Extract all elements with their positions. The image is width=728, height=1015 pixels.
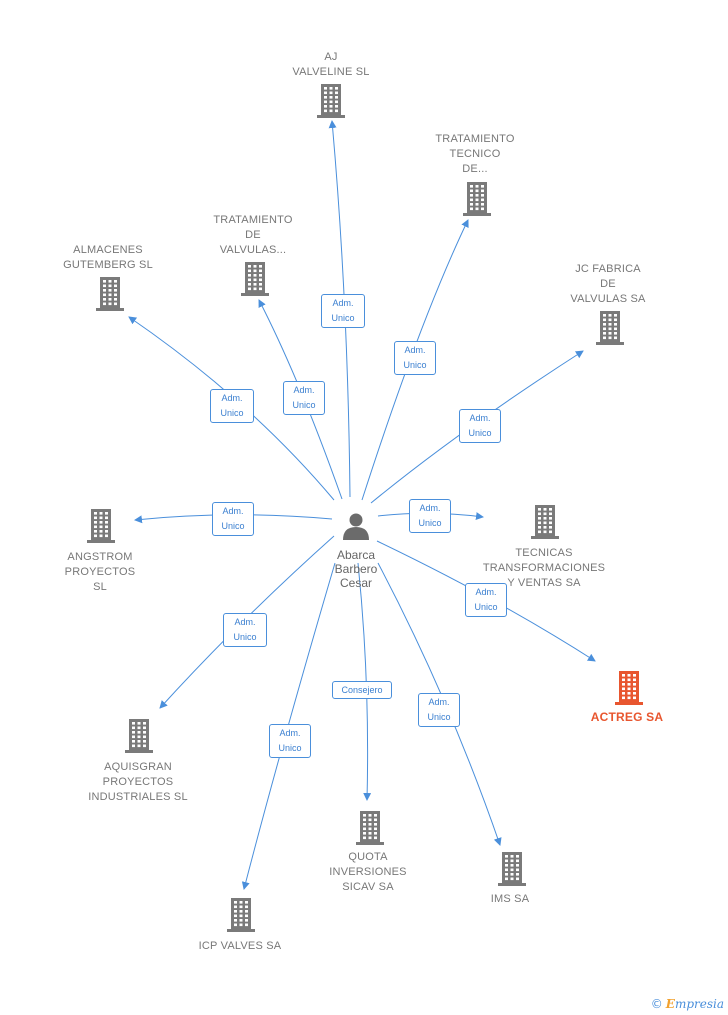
company-name-line: VALVULAS... (219, 244, 287, 256)
company-name-line: TRANSFORMACIONES (482, 562, 606, 574)
role-badge-tratamiento-tecnico[interactable]: Adm. Unico (394, 341, 436, 375)
role-text: Adm. (293, 385, 315, 395)
company-name-line: TECNICAS (515, 547, 573, 559)
brand-name: mpresia (674, 997, 724, 1011)
role-text: Unico (474, 602, 498, 612)
role-badge-aj-valveline[interactable]: Adm. Unico (321, 294, 365, 328)
company-name-line: VALVULAS SA (570, 293, 646, 305)
company-name-line: ANGSTROM (67, 551, 133, 563)
brand-initial: E (665, 997, 675, 1011)
company-name-line: ICP VALVES SA (198, 940, 282, 952)
building-icon (96, 277, 124, 311)
company-name-line: DE (600, 278, 616, 290)
building-icon (356, 811, 384, 845)
company-name-line: QUOTA (348, 851, 388, 863)
role-text: Adm. (419, 503, 441, 513)
company-name-line: SL (93, 581, 107, 593)
building-icon (615, 671, 643, 705)
company-node-jc-fabrica[interactable]: JC FABRICA DE VALVULAS SA (538, 262, 678, 307)
company-name-line: VALVELINE SL (292, 66, 370, 78)
building-icon (596, 311, 624, 345)
role-text: Unico (233, 632, 257, 642)
building-icon (87, 509, 115, 543)
company-name-line: ALMACENES (73, 244, 143, 256)
role-text: Adm. (221, 393, 243, 403)
company-name-line: GUTEMBERG SL (63, 259, 153, 271)
role-text: Adm. (222, 506, 244, 516)
role-text: Unico (331, 313, 355, 323)
building-icon (498, 852, 526, 886)
center-name-line: Abarca (336, 548, 376, 562)
role-text: Unico (278, 743, 302, 753)
company-name-line: AQUISGRAN (104, 761, 172, 773)
role-badge-almacenes-gutemberg[interactable]: Adm. Unico (210, 389, 254, 423)
company-node-tecnicas[interactable]: TECNICAS TRANSFORMACIONES Y VENTAS SA (474, 546, 614, 591)
company-name-line: Y VENTAS SA (507, 577, 581, 589)
role-text: Adm. (279, 728, 301, 738)
building-icon (125, 719, 153, 753)
company-node-ims[interactable]: IMS SA (440, 892, 580, 907)
empresia-brand[interactable]: ©Empresia (651, 997, 724, 1011)
company-name-line: IMS SA (490, 893, 530, 905)
role-text: Adm. (475, 587, 497, 597)
role-text: Adm. (404, 345, 426, 355)
role-badge-tecnicas[interactable]: Adm. Unico (409, 499, 451, 533)
company-name-line: INDUSTRIALES SL (88, 791, 188, 803)
edge-tratamiento-tecnico (361, 219, 469, 501)
company-name-line: TRATAMIENTO (435, 133, 515, 145)
building-icon (227, 898, 255, 932)
role-badge-jc-fabrica[interactable]: Adm. Unico (459, 409, 501, 443)
company-name-line: PROYECTOS (102, 776, 174, 788)
role-badge-ims[interactable]: Adm. Unico (418, 693, 460, 727)
role-text: Unico (221, 521, 245, 531)
center-name-line: Barbero (334, 562, 378, 576)
role-text: Adm. (332, 298, 354, 308)
building-icon (463, 182, 491, 216)
company-name-line: JC FABRICA (575, 263, 641, 275)
company-name-line: ACTREG SA (590, 710, 664, 724)
building-icon (531, 505, 559, 539)
company-node-angstrom[interactable]: ANGSTROM PROYECTOS SL (30, 550, 170, 595)
copyright-icon: © (650, 997, 663, 1011)
edge-quota (357, 562, 372, 801)
role-text: Unico (403, 360, 427, 370)
company-node-quota[interactable]: QUOTA INVERSIONES SICAV SA (298, 850, 438, 895)
role-badge-tratamiento-valvulas[interactable]: Adm. Unico (283, 381, 325, 415)
role-badge-angstrom[interactable]: Adm. Unico (212, 502, 254, 536)
role-badge-aquisgran[interactable]: Adm. Unico (223, 613, 267, 647)
company-node-tratamiento-valvulas[interactable]: TRATAMIENTO DE VALVULAS... (183, 213, 323, 258)
company-name-line: DE... (462, 163, 488, 175)
company-node-tratamiento-tecnico[interactable]: TRATAMIENTO TECNICO DE... (405, 132, 545, 177)
company-node-aquisgran[interactable]: AQUISGRAN PROYECTOS INDUSTRIALES SL (68, 760, 208, 805)
company-name-line: DE (245, 229, 261, 241)
company-name-line: SICAV SA (342, 881, 394, 893)
company-node-almacenes-gutemberg[interactable]: ALMACENES GUTEMBERG SL (38, 243, 178, 273)
center-name-line: Cesar (339, 576, 372, 590)
role-badge-quota[interactable]: Consejero (332, 681, 392, 699)
role-text: Unico (418, 518, 442, 528)
role-badge-icp-valves[interactable]: Adm. Unico (269, 724, 311, 758)
center-person-name[interactable]: Abarca Barbero Cesar (318, 548, 394, 590)
role-text: Unico (468, 428, 492, 438)
role-badge-actreg[interactable]: Adm. Unico (465, 583, 507, 617)
company-name-line: TRATAMIENTO (213, 214, 293, 226)
role-text: Unico (292, 400, 316, 410)
company-node-aj-valveline[interactable]: AJ VALVELINE SL (261, 50, 401, 80)
role-text: Adm. (428, 697, 450, 707)
company-name-line: TECNICO (449, 148, 501, 160)
role-text: Unico (220, 408, 244, 418)
company-name-line: PROYECTOS (64, 566, 136, 578)
building-icon (241, 262, 269, 296)
role-text: Adm. (469, 413, 491, 423)
person-icon[interactable] (343, 513, 369, 541)
company-node-icp-valves[interactable]: ICP VALVES SA (170, 939, 310, 954)
company-node-actreg[interactable]: ACTREG SA (557, 710, 697, 725)
role-text: Consejero (341, 685, 383, 695)
company-name-line: INVERSIONES (329, 866, 407, 878)
company-name-line: AJ (324, 51, 338, 63)
role-text: Adm. (234, 617, 256, 627)
building-icon (317, 84, 345, 118)
role-text: Unico (427, 712, 451, 722)
